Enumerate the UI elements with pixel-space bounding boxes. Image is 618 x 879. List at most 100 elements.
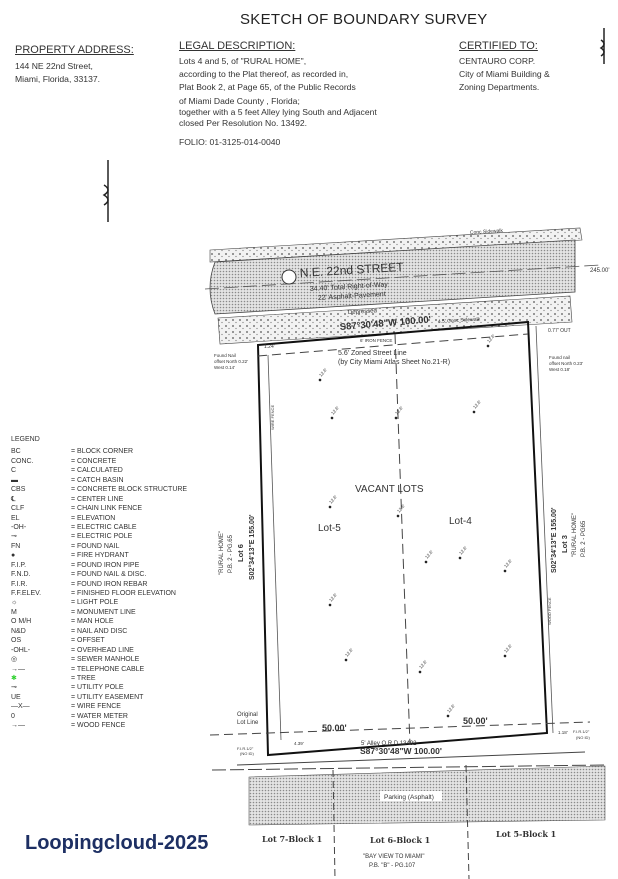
legal-description-block: LEGAL DESCRIPTION: Lots 4 and 5, of "RUR… <box>179 40 377 149</box>
elevation-point-icon <box>394 416 398 420</box>
legend-description: = OVERHEAD LINE <box>71 646 134 654</box>
legend-symbol: F.N.D. <box>11 571 31 579</box>
elevation-mark: 12.6' <box>446 703 456 718</box>
legend-symbol: ⊸ <box>11 533 17 541</box>
legend-item: F.F.ELEV.= FINISHED FLOOR ELEVATION <box>11 589 187 598</box>
watermark: Loopingcloud-2025 <box>25 832 209 854</box>
certified-line: Zoning Departments. <box>459 82 540 92</box>
legend-symbol: →— <box>11 722 25 730</box>
elevation-mark: 12.6' <box>328 494 338 509</box>
label-line: F.I.R.1/2" <box>237 746 254 751</box>
sidewalk-north <box>209 227 583 263</box>
legend-symbol: ◎ <box>11 656 18 664</box>
neighbor-line: P.B. 2 - PG65 <box>581 520 587 557</box>
legend-item: BC= BLOCK CORNER <box>11 447 187 456</box>
elevation-value: 12.6' <box>458 545 468 556</box>
street-pavement <box>209 239 576 315</box>
legend-description: = CONCRETE BLOCK STRUCTURE <box>71 486 188 494</box>
lot-4-label: Lot-4 <box>449 516 472 527</box>
legend-item: CONC. = CONCRETE <box>11 457 187 466</box>
legend-item: EL= ELEVATION <box>11 514 187 523</box>
neighbor-line: "RURAL HOME" <box>219 531 225 575</box>
legend-description: = WOOD FENCE <box>71 722 126 730</box>
survey-title: SKETCH OF BOUNDARY SURVEY <box>240 11 488 28</box>
neighbor-line: "RURAL HOME" <box>572 513 578 557</box>
legend-description: = CONCRETE <box>71 457 117 465</box>
elevation-point-icon <box>503 569 507 573</box>
elevation-point-icon <box>424 560 428 564</box>
dim-label: 0.77' OUT <box>548 328 571 334</box>
elevation-mark: 12.6' <box>418 659 428 674</box>
lot-line <box>332 769 336 879</box>
certified-to-heading: CERTIFIED TO: <box>459 40 538 52</box>
legend-item: ⊸= ELECTRIC POLE <box>11 532 187 541</box>
north-arrow-icon <box>599 28 605 64</box>
elevation-point-icon <box>396 514 400 518</box>
legend-symbol: CONC. <box>11 457 34 465</box>
south-right-dimension: 50.00' <box>463 716 488 726</box>
legend-description: = LIGHT POLE <box>71 599 119 607</box>
label-line: (NO ID) <box>240 751 254 756</box>
elevation-mark: 12.6' <box>503 558 513 573</box>
elevation-value: 12.6' <box>328 494 338 505</box>
legend-item: CLF= CHAIN LINK FENCE <box>11 504 187 513</box>
lot-6-block-label: Lot 6-Block 1 <box>370 835 430 845</box>
sidewalk-south <box>217 295 573 345</box>
legend-symbol: F.I.P. <box>11 561 27 569</box>
legend-symbol: ● <box>11 552 16 560</box>
elevation-value: 12.6' <box>318 367 328 378</box>
south-left-dimension: 50.00' <box>322 723 347 733</box>
elevation-point-icon <box>446 714 450 718</box>
legal-description-heading: LEGAL DESCRIPTION: <box>179 40 296 52</box>
east-bearing: S02°34'13"E 155.00' <box>550 507 558 573</box>
note-line: Found Nail <box>214 353 236 358</box>
legend-symbol: F.F.ELEV. <box>11 590 42 597</box>
legend-description: = MAN HOLE <box>71 618 114 626</box>
legend-description: = TELEPHONE CABLE <box>71 665 145 673</box>
distance-label: 245.00' <box>590 268 610 274</box>
depressed-label: Depressed <box>348 308 377 316</box>
legend-symbol: ▬ <box>11 476 18 484</box>
legend-item: ☼= LIGHT POLE <box>11 598 187 607</box>
north-arrow-icon <box>102 160 109 222</box>
legend-description: = BLOCK CORNER <box>71 448 134 456</box>
legend-symbol: F.I.R. <box>11 580 28 588</box>
label-line: F.I.R.1/2" <box>573 729 590 734</box>
certified-line: City of Miami Building & <box>459 69 550 79</box>
dim-label: 1.18' <box>558 730 568 735</box>
legend-symbol: UE <box>11 693 21 701</box>
property-address-block: PROPERTY ADDRESS: 144 NE 22nd Street, Mi… <box>15 44 134 86</box>
bay-view-ref: P.B. "B" - PG.107 <box>369 863 416 869</box>
elevation-value: 12.6' <box>503 643 513 654</box>
east-neighbor: Lot 3 "RURAL HOME" P.B. 2 - PG65 <box>560 513 587 557</box>
found-nail-left: Found Nail offset North 0.22' West 0.14' <box>214 353 248 370</box>
neighbor-line: Lot 3 <box>560 535 569 553</box>
certified-line: CENTAURO CORP. <box>459 56 536 66</box>
legend-symbol: FN <box>11 542 21 550</box>
legend-symbol: CBS <box>11 486 26 494</box>
original-lot-line <box>209 721 591 736</box>
folio-number: FOLIO: 01-3125-014-0040 <box>179 137 281 147</box>
fir-left: F.I.R.1/2" (NO ID) <box>237 746 254 756</box>
legend-description: = UTILITY POLE <box>71 684 124 692</box>
elevation-mark: 12.6' <box>396 503 406 518</box>
note-line: West 0.14' <box>214 365 235 370</box>
legend-description: = WATER METER <box>71 712 128 720</box>
legend-description: = TREE <box>71 674 96 682</box>
vacant-lots-label: VACANT LOTS <box>355 484 424 495</box>
elevation-value: 12.6' <box>328 592 338 603</box>
legend-description: = ELECTRIC CABLE <box>71 523 137 531</box>
legend-symbol: 0 <box>11 712 15 720</box>
legend-description: = UTILITY EASEMENT <box>71 693 144 701</box>
note-line: offset North 0.23' <box>549 361 583 366</box>
legend-description: = NAIL AND DISC <box>71 627 128 635</box>
legend-description: = ELEVATION <box>71 514 116 522</box>
elevation-point-icon <box>472 410 476 414</box>
neighbor-line: Lot 6 <box>236 544 245 562</box>
legend-item: -OH-= ELECTRIC CABLE <box>11 523 187 532</box>
legend-item: UE = UTILITY EASEMENT <box>11 693 187 702</box>
alley-edge <box>236 751 586 766</box>
lot-division-line <box>394 333 411 746</box>
right-of-way: 34.40' Total Right-of-Way <box>310 281 389 293</box>
